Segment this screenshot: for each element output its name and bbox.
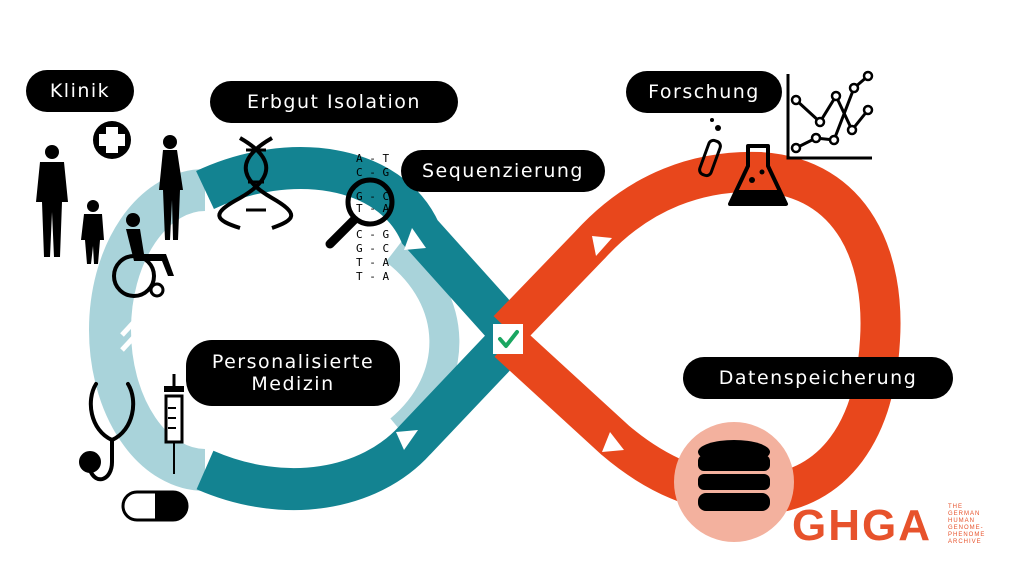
logo-line: THE	[948, 504, 963, 510]
seq-line: T - A	[356, 256, 389, 269]
logo-line: GENOME-	[948, 525, 984, 531]
line-chart-icon	[786, 70, 874, 160]
logo-line: GERMAN	[948, 511, 980, 517]
label-sequenzierung-text: Sequenzierung	[422, 160, 584, 182]
seq-line: T - A	[356, 202, 389, 215]
base-pair-sequence: A - T C - G G - C T - A C - G G - C T - …	[356, 152, 389, 283]
seq-line: C - G	[356, 166, 389, 179]
seq-line: C - G	[356, 228, 389, 241]
flask-icon	[728, 144, 788, 206]
label-personalisierte-medizin: Personalisierte Medizin	[186, 340, 400, 406]
syringe-icon	[164, 374, 184, 474]
seq-line: T - A	[356, 270, 389, 283]
stethoscope-icon	[79, 382, 136, 482]
test-tube-icon	[698, 118, 722, 178]
label-datenspeicherung: Datenspeicherung	[683, 357, 953, 399]
wheelchair-icon	[112, 213, 174, 298]
label-erbgut-text: Erbgut Isolation	[247, 91, 421, 113]
label-klinik-text: Klinik	[49, 80, 111, 102]
seq-line: G - C	[356, 190, 389, 203]
family-silhouette-icon	[36, 135, 183, 264]
logo-mark: GHGA	[792, 501, 932, 550]
checkmark-icon	[493, 324, 523, 354]
seq-line: A - T	[356, 152, 389, 165]
label-forschung: Forschung	[626, 71, 782, 113]
chevron-up-icon	[120, 318, 148, 352]
label-sequenzierung: Sequenzierung	[401, 150, 605, 192]
label-datenspeicherung-text: Datenspeicherung	[718, 367, 918, 389]
label-personalisierte-line1: Personalisierte	[211, 351, 375, 373]
medical-cross-icon	[93, 121, 131, 159]
dna-helix-icon	[217, 136, 294, 230]
label-erbgut-isolation: Erbgut Isolation	[210, 81, 458, 123]
logo-line: PHENOME	[948, 532, 985, 538]
seq-line: G - C	[356, 242, 389, 255]
label-klinik: Klinik	[26, 70, 134, 112]
magnifier-icon	[325, 177, 395, 249]
orange-arrow-1	[592, 236, 612, 256]
loop-teal-bottom	[196, 327, 524, 511]
label-personalisierte-line2: Medizin	[251, 373, 335, 395]
orange-arrow-2	[602, 432, 624, 452]
label-forschung-text: Forschung	[648, 81, 760, 103]
logo-line: ARCHIVE	[948, 539, 982, 545]
loop-light-arc	[89, 169, 206, 491]
logo-line: HUMAN	[948, 518, 975, 524]
teal-arrow-2	[396, 430, 418, 450]
loop-teal-top	[196, 147, 524, 345]
database-icon	[698, 440, 770, 511]
ghga-logo: GHGA THE GERMAN HUMAN GENOME- PHENOME AR…	[792, 501, 985, 550]
teal-arrow-1	[404, 228, 426, 250]
pill-icon	[121, 490, 189, 522]
